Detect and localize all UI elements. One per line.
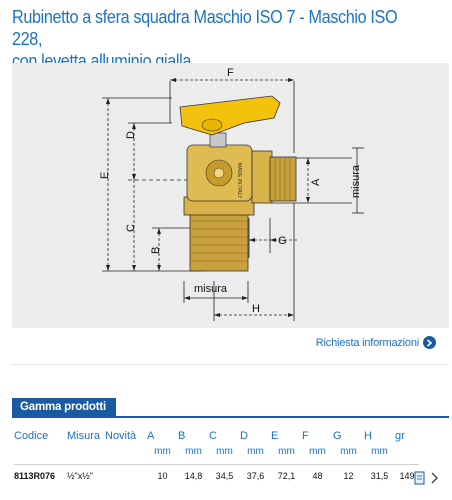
unit-D: mm xyxy=(247,446,264,457)
request-info-link[interactable]: Richiesta informazioni xyxy=(316,336,436,349)
title-line-1: Rubinetto a sfera squadra Maschio ISO 7 … xyxy=(12,7,398,49)
unit-F: mm xyxy=(309,446,326,457)
cell-E: 72,1 xyxy=(271,464,302,487)
product-range-tab: Gamma prodotti xyxy=(12,398,117,416)
cell-gr: 149 xyxy=(395,464,419,487)
unit-H: mm xyxy=(371,446,388,457)
chevron-right-icon[interactable] xyxy=(430,471,439,490)
table-row: 8113R076 ½"x½" 10 14,8 34,5 37,6 72,1 48… xyxy=(14,464,419,487)
label-B: B xyxy=(150,247,162,254)
label-F: F xyxy=(227,67,234,79)
label-misura-right: misura xyxy=(350,164,362,198)
valve-drawing-svg: MADE IN ITALY F E D C B A G H misura mis… xyxy=(99,67,364,321)
label-H: H xyxy=(252,303,260,315)
unit-B: mm xyxy=(185,446,202,457)
cell-B: 14,8 xyxy=(178,464,209,487)
chevron-right-icon xyxy=(423,336,436,349)
col-F: F xyxy=(302,430,309,442)
table-units-row: mm mm mm mm mm mm mm mm xyxy=(14,446,419,465)
label-C: C xyxy=(125,224,137,232)
technical-drawing: MADE IN ITALY F E D C B A G H misura mis… xyxy=(12,63,449,328)
cell-D: 37,6 xyxy=(240,464,271,487)
col-D: D xyxy=(240,430,248,442)
col-codice: Codice xyxy=(14,430,49,442)
unit-G: mm xyxy=(340,446,357,457)
label-E: E xyxy=(99,172,111,179)
yellow-handle xyxy=(179,95,281,136)
cell-H: 31,5 xyxy=(364,464,395,487)
document-icon[interactable] xyxy=(414,471,426,490)
label-A: A xyxy=(310,178,322,186)
cell-C: 34,5 xyxy=(209,464,240,487)
cell-misura: ½"x½" xyxy=(67,464,105,487)
unit-C: mm xyxy=(216,446,233,457)
stamp-text: MADE IN ITALY xyxy=(236,163,242,199)
section-divider xyxy=(12,364,449,365)
label-D: D xyxy=(125,131,137,139)
col-B: B xyxy=(178,430,186,442)
col-gr: gr xyxy=(395,430,405,442)
col-G: G xyxy=(333,430,342,442)
col-novita: Novità xyxy=(105,430,137,442)
col-E: E xyxy=(271,430,279,442)
request-info-label: Richiesta informazioni xyxy=(315,336,419,349)
row-actions xyxy=(414,471,439,490)
unit-E: mm xyxy=(278,446,295,457)
cell-codice: 8113R076 xyxy=(14,464,67,487)
unit-A: mm xyxy=(154,446,171,457)
cell-novita xyxy=(105,464,147,487)
cell-A: 10 xyxy=(147,464,178,487)
table-header-row: Codice Misura Novità A B C D E F G H gr xyxy=(14,426,419,446)
col-misura: Misura xyxy=(67,430,101,442)
col-C: C xyxy=(209,430,217,442)
cell-G: 12 xyxy=(333,464,364,487)
cell-F: 48 xyxy=(302,464,333,487)
label-G: G xyxy=(278,235,287,247)
col-A: A xyxy=(147,430,155,442)
label-misura-bottom: misura xyxy=(194,283,228,295)
product-table: Codice Misura Novità A B C D E F G H gr … xyxy=(14,426,419,487)
product-range-underline xyxy=(12,416,449,418)
col-H: H xyxy=(364,430,372,442)
valve-body xyxy=(183,132,297,272)
